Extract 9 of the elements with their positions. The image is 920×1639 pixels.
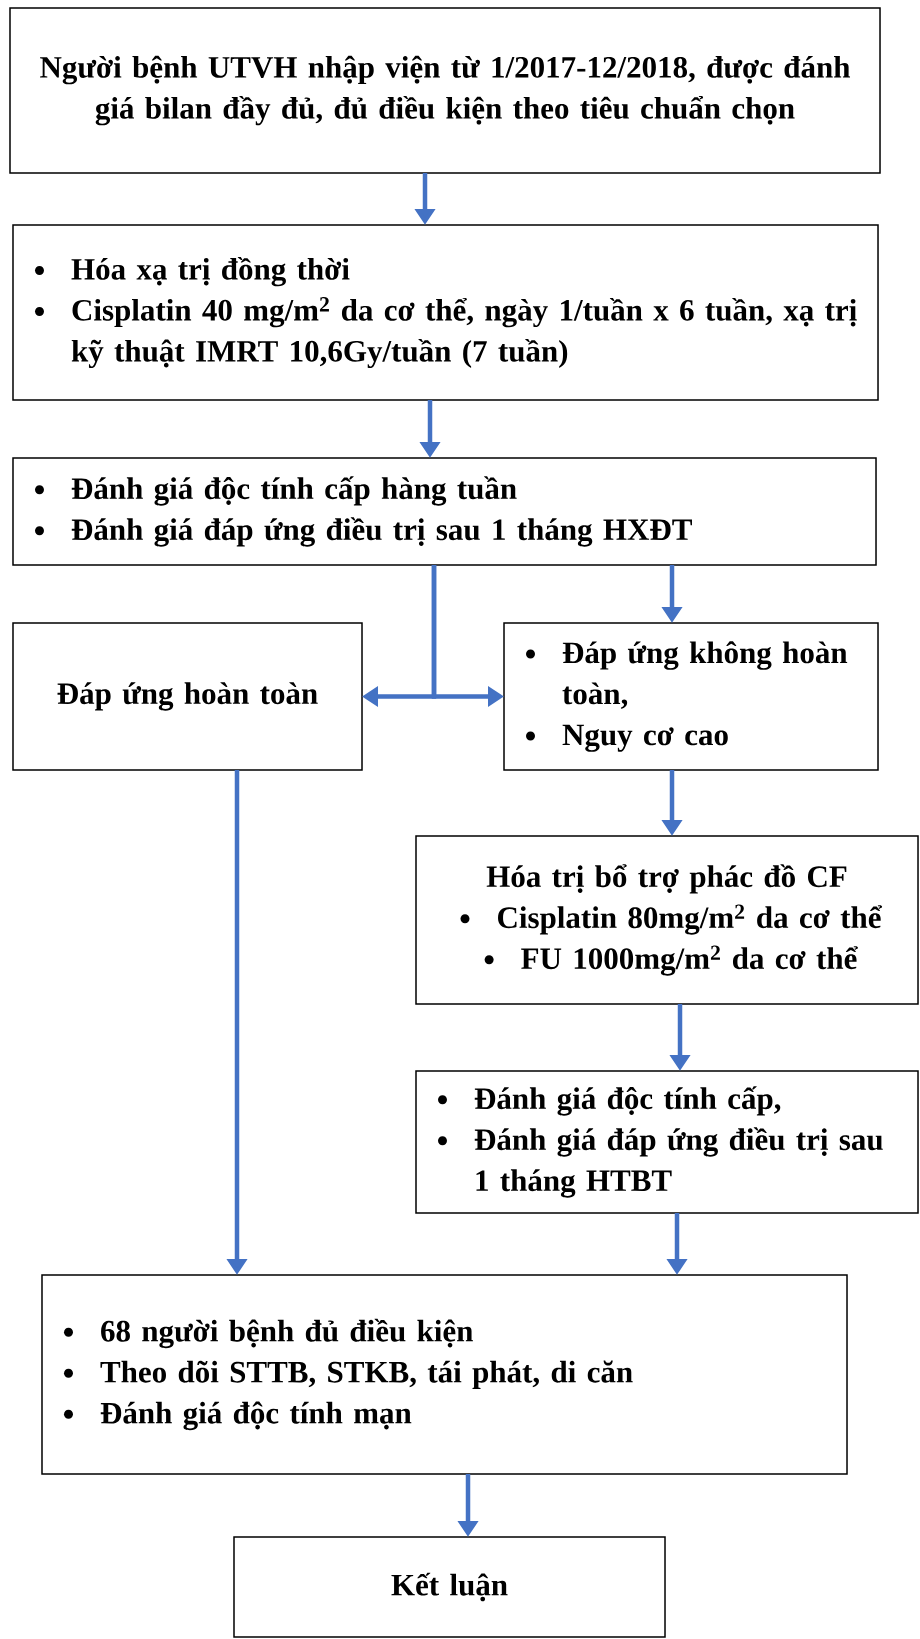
process-box: 68 người bệnh đủ điều kiện Theo dõi STTB, STKB, tái phát, di căn Đánh giá độc tính mạn	[41, 1274, 848, 1475]
process-box: Hóa xạ trị đồng thời Cisplatin 40 mg/m$^{2}$ da cơ thể, ngày 1/tuần x 6 tuần, xạ trị kỹ thuật IMRT 10,6Gy/tuần (7 tuần)	[12, 224, 879, 401]
process-box: Đáp ứng không hoàn toàn, Nguy cơ cao	[503, 622, 879, 771]
process-box: Kết luận	[233, 1536, 666, 1638]
process-box: Hóa trị bổ trợ phác đồ CF Cisplatin 80mg/m$^{2}$ da cơ thể FU 1000mg/m$^{2}$ da cơ thể	[415, 835, 919, 1005]
process-box: Đánh giá độc tính cấp, Đánh giá đáp ứng điều trị sau 1 tháng HTBT	[415, 1070, 919, 1214]
process-box: Đáp ứng hoàn toàn	[12, 622, 363, 771]
process-box: Đánh giá độc tính cấp hàng tuần Đánh giá đáp ứng điều trị sau 1 tháng HXĐT	[12, 457, 877, 566]
process-box: Người bệnh UTVH nhập viện từ 1/2017-12/2018, được đánh giá bilan đầy đủ, đủ điều kiện theo tiêu chuẩn chọn	[9, 7, 881, 174]
